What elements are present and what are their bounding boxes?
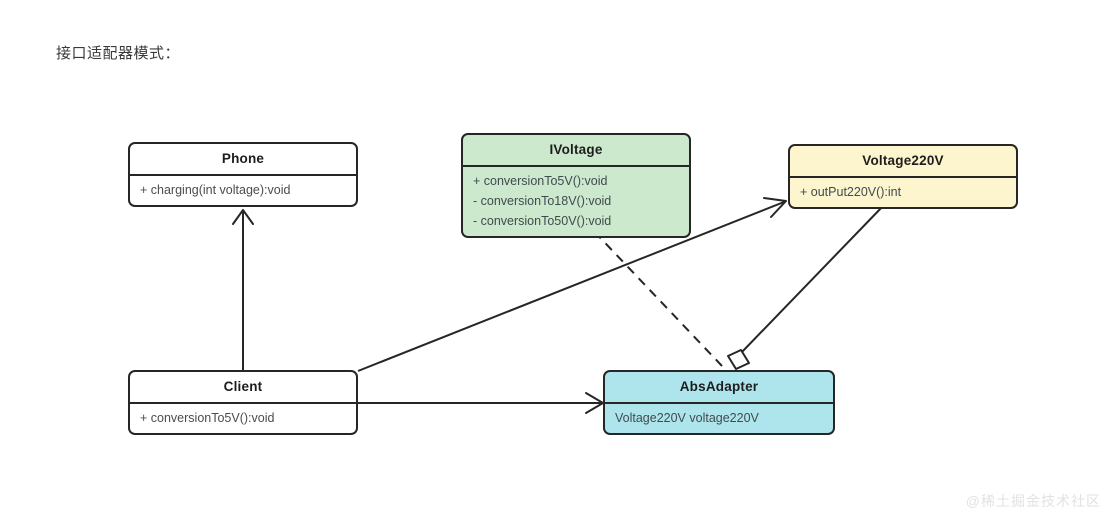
class-member: + conversionTo5V():void (140, 410, 275, 425)
class-member: - conversionTo50V():void (473, 213, 612, 228)
class-divider (130, 174, 356, 176)
class-members-phone: + charging(int voltage):void (130, 176, 356, 205)
class-name-ivoltage: IVoltage (549, 142, 603, 157)
class-box-absadapter[interactable]: AbsAdapter Voltage220V voltage220V (603, 370, 835, 435)
class-box-ivoltage[interactable]: IVoltage + conversionTo5V():void - conve… (461, 133, 691, 238)
class-member: + conversionTo5V():void (473, 173, 608, 188)
class-member: - conversionTo18V():void (473, 193, 612, 208)
class-divider (463, 165, 689, 167)
class-member: + charging(int voltage):void (140, 182, 291, 197)
class-name-client: Client (223, 379, 263, 394)
class-name-voltage220v: Voltage220V (862, 153, 944, 168)
edge-client-to-phone (232, 209, 254, 370)
class-divider (605, 402, 833, 404)
class-member: + outPut220V():int (800, 184, 902, 199)
class-box-phone[interactable]: Phone + charging(int voltage):void (128, 142, 358, 207)
class-divider (130, 402, 356, 404)
class-members-voltage220v: + outPut220V():int (790, 178, 1016, 207)
page-title: 接口适配器模式： (56, 45, 181, 62)
class-members-client: + conversionTo5V():void (130, 404, 356, 433)
edge-client-to-absadapter (358, 392, 604, 414)
watermark: @稀土掘金技术社区 (965, 493, 1101, 509)
class-box-voltage220v[interactable]: Voltage220V + outPut220V():int (788, 144, 1018, 209)
class-divider (790, 176, 1016, 178)
class-box-client[interactable]: Client + conversionTo5V():void (128, 370, 358, 435)
class-name-absadapter: AbsAdapter (679, 379, 759, 394)
class-name-phone: Phone (221, 151, 265, 166)
class-member: Voltage220V voltage220V (615, 410, 759, 425)
class-members-ivoltage: + conversionTo5V():void - conversionTo18… (463, 167, 689, 236)
edge-absadapter-to-voltage220v (727, 204, 885, 370)
class-members-absadapter: Voltage220V voltage220V (605, 404, 833, 433)
